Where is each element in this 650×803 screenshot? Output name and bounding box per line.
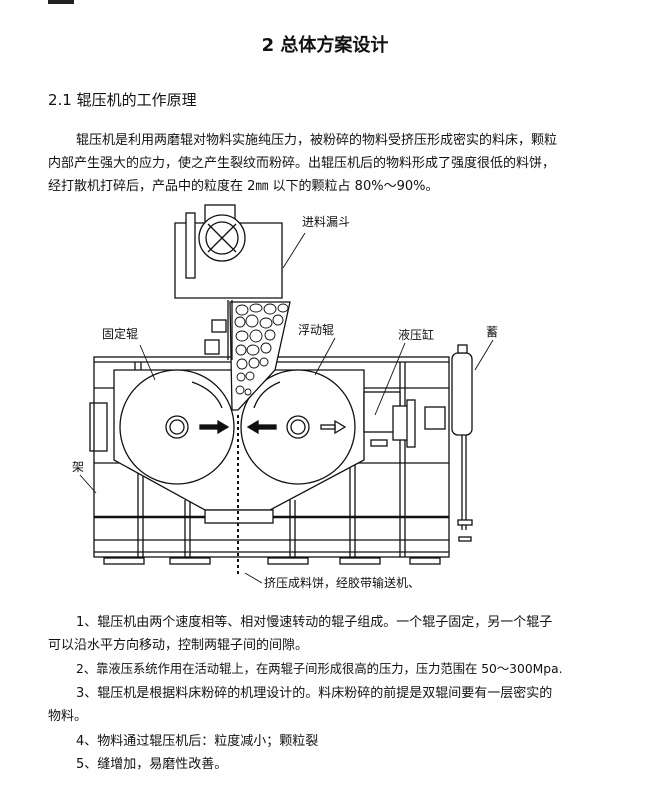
accumulator: [451, 344, 473, 542]
intro-line: 经打散机打碎后，产品中的粒度在 2㎜ 以下的颗粒占 80%～90%。: [48, 179, 439, 194]
list-item: 可以沿水平方向移动，控制两辊子间的间隙。: [48, 638, 309, 653]
page-title: 2 总体方案设计: [261, 35, 389, 56]
label-frame: 架: [72, 460, 85, 474]
movement-arrow: [320, 419, 347, 435]
intro-line: 内部产生强大的应力，使之产生裂纹而粉碎。出辊压机后的物料形成了强度很低的料饼，: [48, 156, 556, 171]
intro-line: 辊压机是利用两磨辊对物料实施纯压力，被粉碎的物料受挤压形成密实的料床，颗粒: [76, 133, 558, 148]
hydraulic-cylinder: [363, 391, 446, 448]
material-pebbles: [234, 303, 289, 396]
pressure-arrows: [199, 419, 277, 435]
label-feed-hopper: 进料漏斗: [302, 215, 351, 229]
list-item: 1、辊压机由两个速度相等、相对慢速转动的辊子组成。一个辊子固定，另一个辊子: [76, 615, 553, 630]
header-remnant: [48, 0, 74, 4]
list-item: 物料。: [48, 709, 88, 724]
label-fixed-roller: 固定辊: [102, 327, 139, 341]
label-floating-roller: 浮动辊: [298, 323, 335, 337]
fixed-roller: [119, 369, 235, 485]
list-item: 3、辊压机是根据料床粉碎的机理设计的。料床粉碎的前提是双辊间要有一层密实的: [76, 686, 553, 701]
list-item: 4、物料通过辊压机后：粒度减小；颗粒裂: [76, 734, 319, 749]
list-item: 5、缝增加，易磨性改善。: [76, 757, 228, 772]
floating-roller: [240, 369, 356, 485]
list-item: 2、靠液压系统作用在活动辊上，在两辊子间形成很高的压力，压力范围在 50～300…: [76, 662, 563, 676]
label-accumulator: 蓄: [486, 325, 499, 339]
label-hydraulic-cylinder: 液压缸: [398, 328, 435, 342]
label-output: 挤压成料饼，经胶带输送机、: [264, 576, 421, 590]
section-heading: 2.1 辊压机的工作原理: [48, 91, 197, 109]
feed-hopper: [174, 204, 291, 411]
